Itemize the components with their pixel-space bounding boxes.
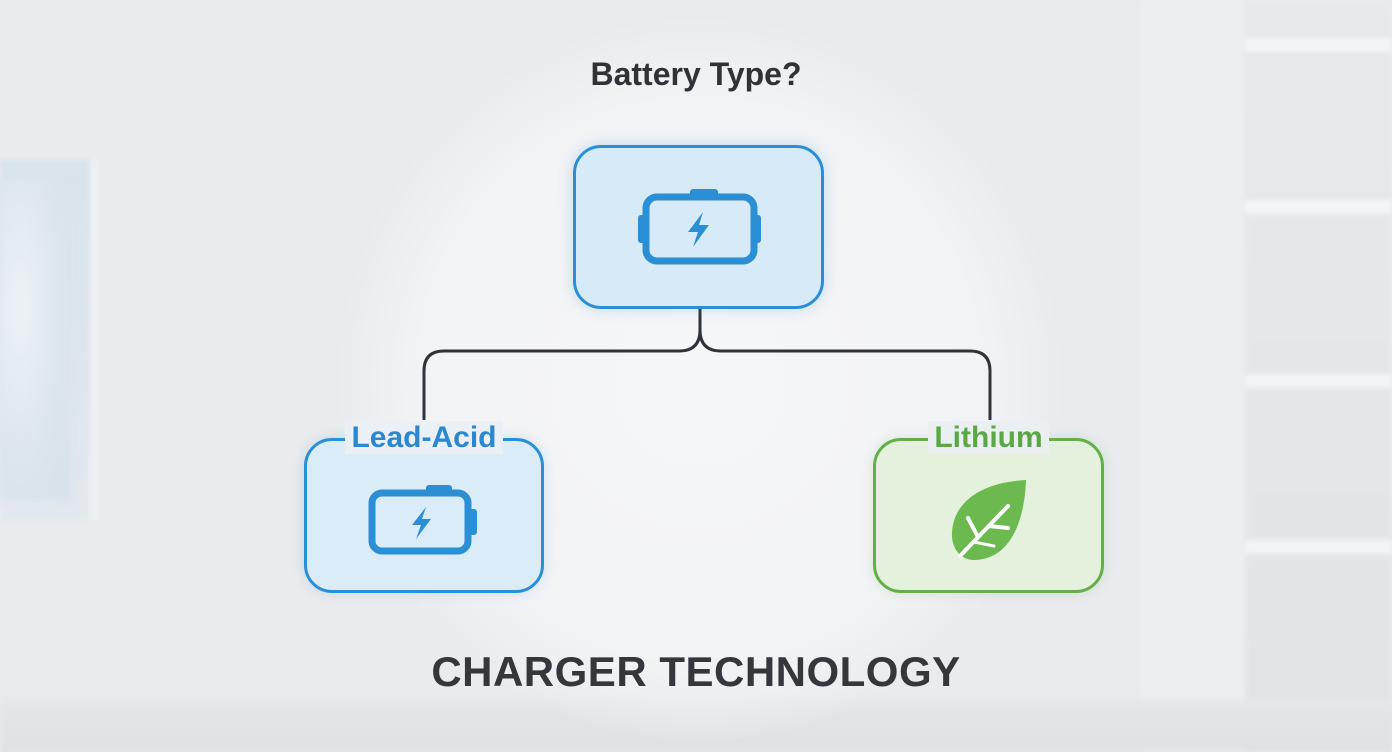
background-window-view <box>0 180 70 500</box>
lead-acid-node-box: Lead-Acid <box>304 421 544 593</box>
battery-icon <box>637 189 761 265</box>
connector-to-lithium <box>698 309 992 420</box>
battery-icon <box>368 484 477 554</box>
background-shelf-board <box>1245 540 1392 554</box>
diagram-footer-title: CHARGER TECHNOLOGY <box>431 648 961 695</box>
lithium-label-wrap: Lithium <box>876 419 1101 457</box>
background-glow <box>340 20 1060 740</box>
background-shelf-board <box>1245 374 1392 388</box>
connector-to-lead-acid <box>422 309 702 420</box>
lead-acid-label: Lead-Acid <box>345 421 503 454</box>
leaf-icon <box>951 479 1026 560</box>
lead-acid-label-wrap: Lead-Acid <box>307 419 541 457</box>
background-shelf-board <box>1245 38 1392 52</box>
root-node-box <box>573 145 824 309</box>
background-shelf-board <box>1245 200 1392 214</box>
lithium-label: Lithium <box>928 421 1049 454</box>
diagram-title: Battery Type? <box>590 56 802 92</box>
lithium-node-box: Lithium <box>873 421 1104 593</box>
